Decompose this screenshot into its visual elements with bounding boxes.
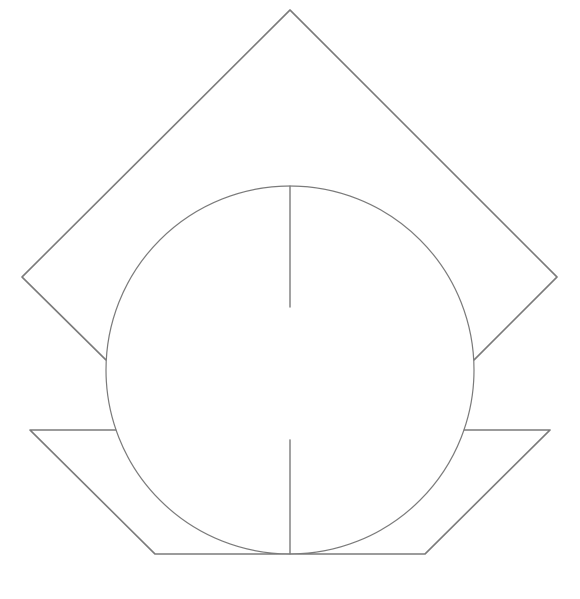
diamond-outline: [21, 9, 558, 361]
